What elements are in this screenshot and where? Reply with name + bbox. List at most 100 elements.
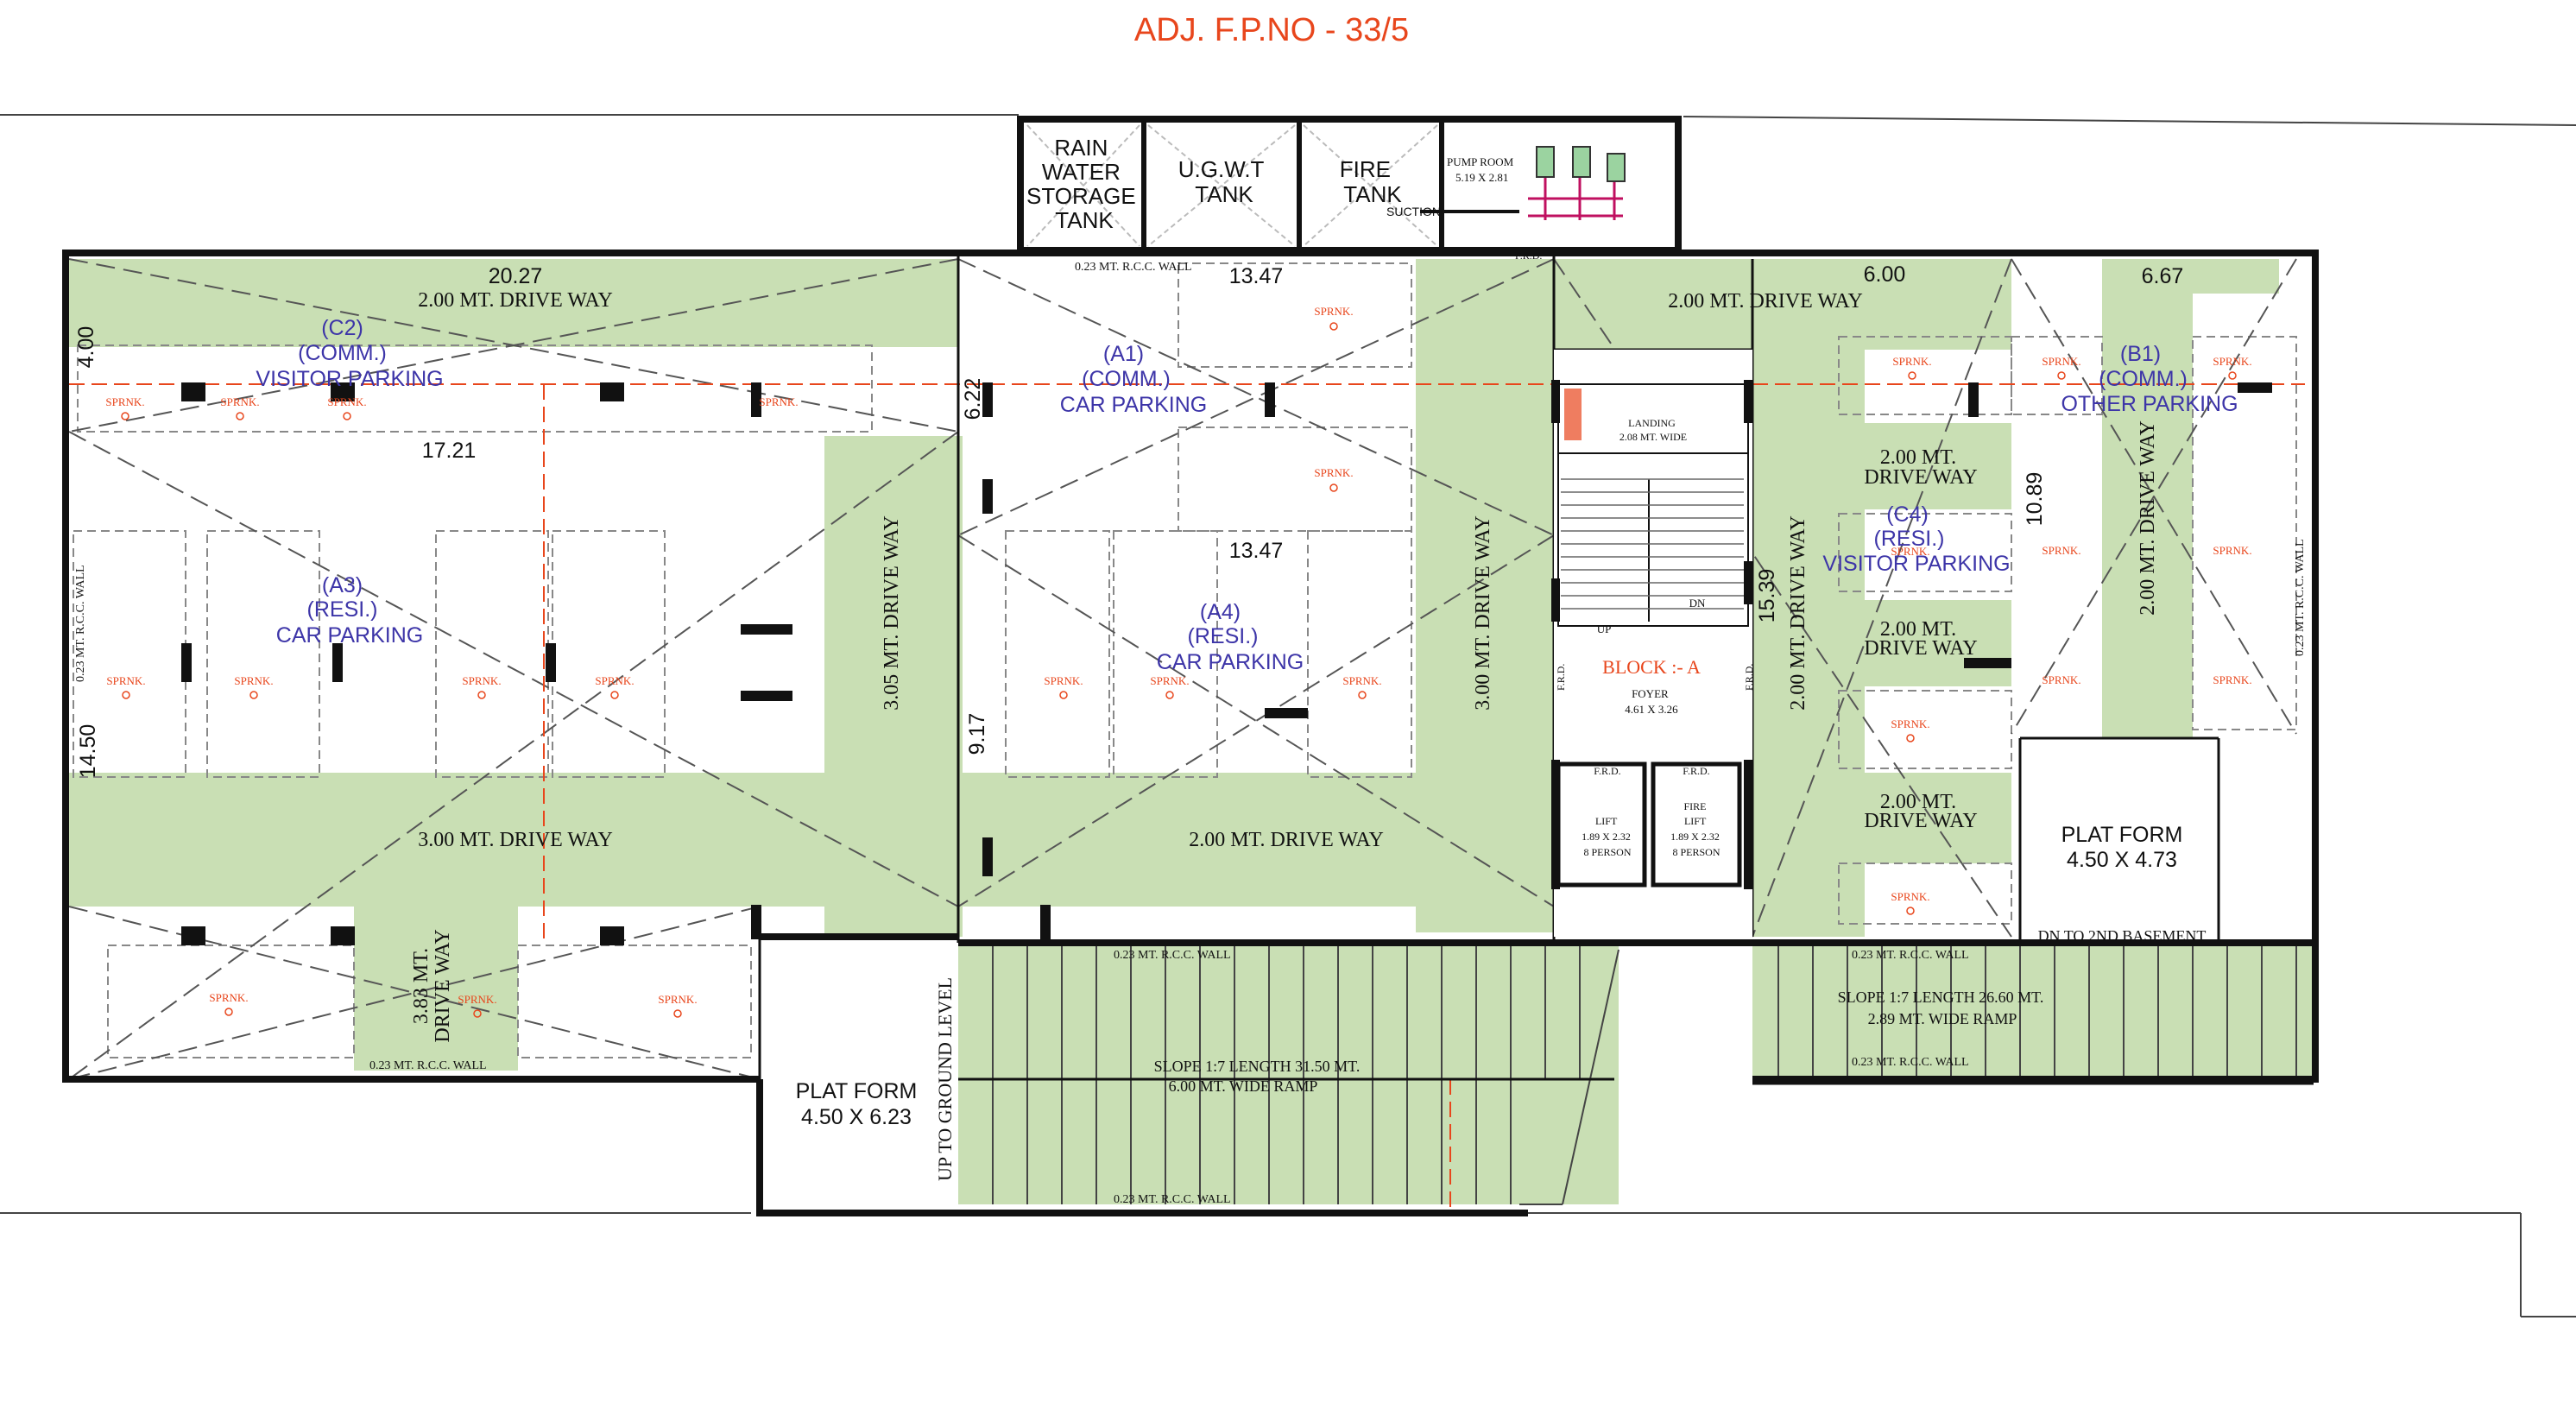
zone-a1-type: (COMM.) xyxy=(1082,367,1171,391)
drive-way-top-right: 2.00 MT. DRIVE WAY xyxy=(1668,290,1863,313)
zone-a3-name: CAR PARKING xyxy=(276,623,423,648)
zone-a4-name: CAR PARKING xyxy=(1157,650,1304,674)
ramp-left-width: 6.00 MT. WIDE RAMP xyxy=(1169,1077,1318,1095)
svg-text:RAIN WATER STORAGE: RAIN WATER STORAGE TANK xyxy=(1026,135,1142,233)
drive-way-right-3a: 2.00 MT. xyxy=(1880,791,1956,813)
sprinkler-label: SPRNK. xyxy=(1891,890,1929,903)
svg-text:(C2) (COMM.) VISITOR P: (C2) (COMM.) VISITOR PARKING xyxy=(256,316,443,391)
site-boundary xyxy=(0,114,2576,1317)
sprinkler-label: SPRNK. xyxy=(1314,466,1353,479)
svg-text:LIFT 1.89 X 2.32 8 PER: LIFT 1.89 X 2.32 8 PERSON xyxy=(1582,815,1633,858)
svg-text:FOYER 4.61 X 3.26: FOYER 4.61 X 3.26 xyxy=(1625,687,1678,716)
pump-room-label: PUMP ROOM xyxy=(1447,155,1514,168)
svg-text:FIRE TANK: FIRE TANK xyxy=(1340,156,1403,207)
zone-a1-name: CAR PARKING xyxy=(1060,393,1207,417)
fire-tank-label-1: FIRE xyxy=(1340,156,1391,182)
dim-13-47-mid: 13.47 xyxy=(1229,539,1284,563)
block-a-core xyxy=(1551,350,1752,937)
zone-c4-id: (C4) xyxy=(1886,502,1929,527)
platform-right-size: 4.50 X 4.73 xyxy=(2067,848,2177,872)
lift-size: 1.89 X 2.32 xyxy=(1582,831,1631,843)
dim-20-27: 20.27 xyxy=(489,264,543,288)
drive-way-right-1a: 2.00 MT. xyxy=(1880,446,1956,469)
dim-15-39: 15.39 xyxy=(1755,569,1779,623)
dim-17-21: 17.21 xyxy=(422,439,477,463)
zone-c2-id: (C2) xyxy=(321,316,363,340)
drive-way-300: 3.00 MT. DRIVE WAY xyxy=(1472,515,1494,711)
drive-way-vert-200: 2.00 MT. DRIVE WAY xyxy=(1787,515,1809,711)
suction-label: SUCTION xyxy=(1386,205,1441,218)
platform-right-label: PLAT FORM xyxy=(2061,823,2183,847)
rcc-wall-label-right-bottom: 0.23 MT. R.C.C. WALL xyxy=(1852,1056,1969,1069)
sprinkler-label: SPRNK. xyxy=(759,395,798,408)
zone-a3-type: (RESI.) xyxy=(307,597,378,622)
drive-way-mid-left: 3.00 MT. DRIVE WAY xyxy=(418,829,613,851)
sprinkler-label: SPRNK. xyxy=(1891,545,1929,558)
dn-to-basement-label: DN TO 2ND BASEMENT xyxy=(2038,927,2207,945)
svg-text:FIRE LIFT 1.89 X 2.32: FIRE LIFT 1.89 X 2.32 8 PERSON xyxy=(1670,800,1722,858)
frd-top-label: F.R.D. xyxy=(1515,250,1542,262)
zone-b1-name: OTHER PARKING xyxy=(2061,392,2238,416)
lift-capacity: 8 PERSON xyxy=(1583,846,1631,858)
zone-c4-name: VISITOR PARKING xyxy=(1822,552,2010,576)
sprinkler-label: SPRNK. xyxy=(105,395,144,408)
sprinkler-label: SPRNK. xyxy=(658,993,697,1006)
foyer-size: 4.61 X 3.26 xyxy=(1625,703,1678,716)
sprinkler-label: SPRNK. xyxy=(327,395,366,408)
fire-tank-label-2: TANK xyxy=(1343,181,1402,207)
sprinkler-label: SPRNK. xyxy=(595,674,634,687)
zone-a4-type: (RESI.) xyxy=(1188,624,1259,648)
dim-9-17: 9.17 xyxy=(965,713,989,755)
fire-lift-capacity: 8 PERSON xyxy=(1672,846,1720,858)
sprinkler-label: SPRNK. xyxy=(2213,673,2251,686)
dim-10-89: 10.89 xyxy=(2023,472,2047,527)
frd-firelift-label: F.R.D. xyxy=(1683,765,1709,777)
rcc-wall-label-right: 0.23 MT. R.C.C. WALL xyxy=(2294,539,2307,656)
drive-way-383-2: DRIVE WAY xyxy=(432,929,454,1042)
pump-icons xyxy=(1536,146,1626,182)
sprinkler-label: SPRNK. xyxy=(2042,355,2080,368)
fire-lift-label-1: FIRE xyxy=(1683,800,1706,812)
frd-left-label: F.R.D. xyxy=(1555,664,1567,691)
ramp-stripes xyxy=(992,945,2297,1205)
zone-a3-id: (A3) xyxy=(322,573,363,597)
svg-text:(A1) (COMM.) CAR PARKI: (A1) (COMM.) CAR PARKING xyxy=(1060,342,1207,417)
dim-6-00: 6.00 xyxy=(1864,262,1906,287)
stair-dn-label: DN xyxy=(1689,597,1706,610)
sprinkler-heads xyxy=(121,322,2237,1018)
svg-text:(C4) (RESI.) VISITOR P: (C4) (RESI.) VISITOR PARKING xyxy=(1822,502,2010,576)
svg-text:PUMP ROOM 5.19 X 2.81: PUMP ROOM 5.19 X 2.81 xyxy=(1447,155,1516,184)
rcc-wall-label-top: 0.23 MT. R.C.C. WALL xyxy=(1075,261,1192,274)
sprinkler-label: SPRNK. xyxy=(1150,674,1189,687)
sprinkler-label: SPRNK. xyxy=(1044,674,1083,687)
sprinkler-label: SPRNK. xyxy=(2042,544,2080,557)
service-block xyxy=(1017,116,1682,254)
sprinkler-label: SPRNK. xyxy=(2213,355,2251,368)
sprinkler-label: SPRNK. xyxy=(462,674,501,687)
rain-tank-label-1: RAIN xyxy=(1054,135,1108,161)
dim-13-47-top: 13.47 xyxy=(1229,264,1284,288)
ramp-right-slope: SLOPE 1:7 LENGTH 26.60 MT. xyxy=(1838,989,2044,1006)
drive-way-305: 3.05 MT. DRIVE WAY xyxy=(881,515,903,711)
sprinkler-label: SPRNK. xyxy=(458,993,496,1006)
zone-b1-type: (COMM.) xyxy=(2099,367,2188,391)
platform-left-size: 4.50 X 6.23 xyxy=(801,1105,912,1129)
rain-tank-label-2: WATER xyxy=(1042,159,1121,185)
sprinkler-label: SPRNK. xyxy=(2042,673,2080,686)
sprinkler-label: SPRNK. xyxy=(1342,674,1381,687)
fire-lift-size: 1.89 X 2.32 xyxy=(1670,831,1720,843)
dim-14-50: 14.50 xyxy=(76,724,100,779)
dim-6-22: 6.22 xyxy=(961,378,985,420)
sprinkler-label: SPRNK. xyxy=(106,674,145,687)
sprinkler-label: SPRNK. xyxy=(1892,355,1931,368)
rcc-wall-label-bottom: 0.23 MT. R.C.C. WALL xyxy=(369,1059,487,1072)
rcc-wall-label-ramp-bottom: 0.23 MT. R.C.C. WALL xyxy=(1114,1193,1231,1206)
zone-c4-type: (RESI.) xyxy=(1874,527,1945,551)
zone-c2-name: VISITOR PARKING xyxy=(256,367,443,391)
fire-lift-label-2: LIFT xyxy=(1684,815,1707,827)
sprinkler-label: SPRNK. xyxy=(234,674,273,687)
rain-tank-label-4: TANK xyxy=(1055,207,1114,233)
drive-way-right-2b: DRIVE WAY xyxy=(1864,637,1977,660)
lift-label: LIFT xyxy=(1595,815,1618,827)
